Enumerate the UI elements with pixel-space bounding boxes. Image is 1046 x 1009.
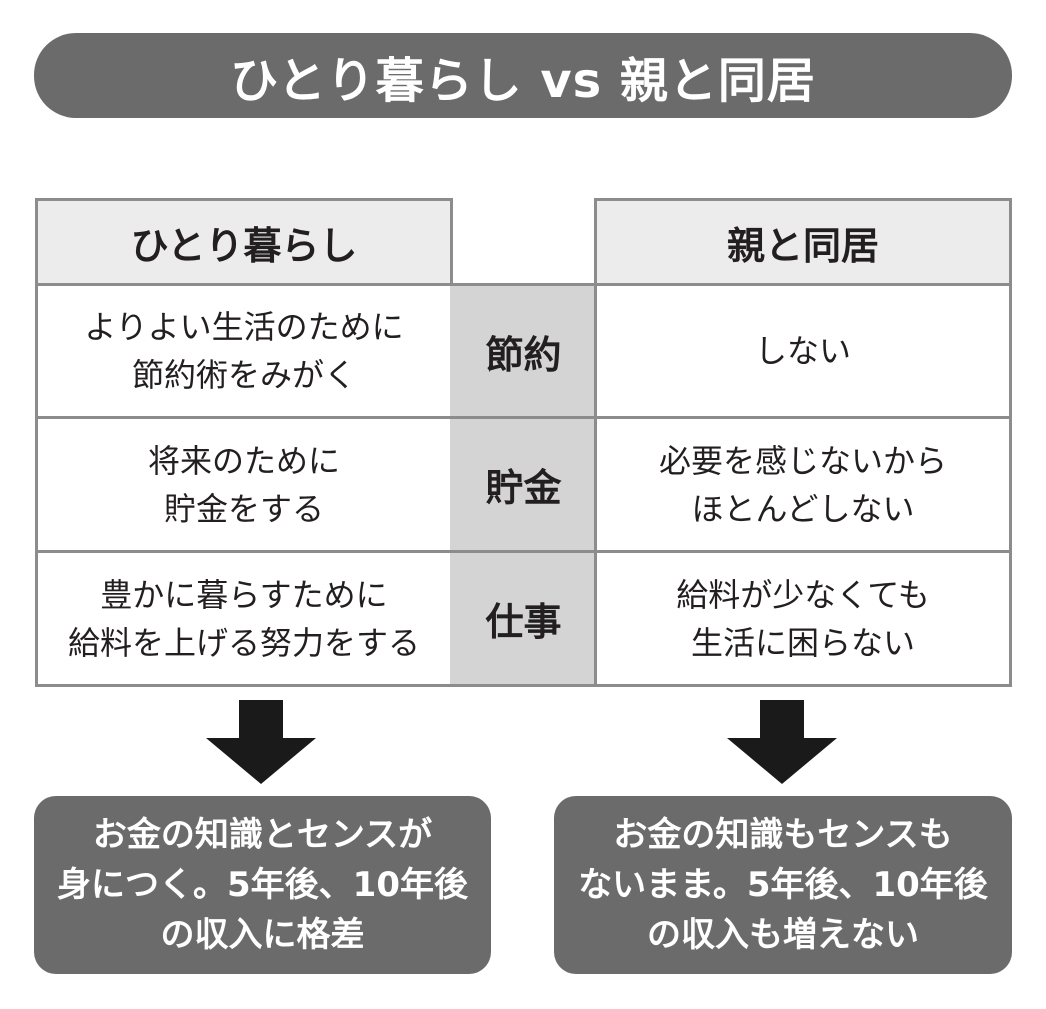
down-arrow-icon xyxy=(727,700,837,784)
row1-left: よりよい生活のために 節約術をみがく xyxy=(35,283,453,419)
row3-category-label: 仕事 xyxy=(485,600,562,644)
row3-category: 仕事 xyxy=(450,550,597,687)
row3-left-text: 豊かに暮らすために 給料を上げる努力をする xyxy=(67,575,420,662)
row1-category: 節約 xyxy=(450,283,597,419)
row2-category-label: 貯金 xyxy=(485,466,562,510)
result-right-box: お金の知識もセンスも ないまま。5年後、10年後 の収入も増えない xyxy=(554,796,1012,974)
header-left: ひとり暮らし xyxy=(35,198,453,286)
row1-right-text: しない xyxy=(754,332,851,370)
row1-left-text: よりよい生活のために 節約術をみがく xyxy=(84,308,404,394)
header-right-label: 親と同居 xyxy=(726,223,879,268)
row3-right-text: 給料が少なくても 生活に困らない xyxy=(676,575,930,662)
row2-right: 必要を感じないから ほとんどしない xyxy=(594,416,1012,553)
result-left-text: お金の知識とセンスが 身につく。5年後、10年後 の収入に格差 xyxy=(57,815,468,955)
row2-left: 将来のために 貯金をする xyxy=(35,416,453,553)
down-arrow-icon xyxy=(206,700,316,784)
row2-right-text: 必要を感じないから ほとんどしない xyxy=(658,441,947,528)
result-left-box: お金の知識とセンスが 身につく。5年後、10年後 の収入に格差 xyxy=(34,796,491,974)
row1-category-label: 節約 xyxy=(485,332,562,377)
header-left-label: ひとり暮らし xyxy=(130,223,358,268)
title-banner: ひとり暮らし vs 親と同居 xyxy=(34,33,1012,118)
row2-left-text: 将来のために 貯金をする xyxy=(147,441,340,528)
header-right: 親と同居 xyxy=(594,198,1012,286)
page-title: ひとり暮らし vs 親と同居 xyxy=(230,52,816,109)
row2-category: 貯金 xyxy=(450,416,597,553)
row1-right: しない xyxy=(594,283,1012,419)
row3-right: 給料が少なくても 生活に困らない xyxy=(594,550,1012,687)
result-right-text: お金の知識もセンスも ないまま。5年後、10年後 の収入も増えない xyxy=(578,815,988,955)
row3-left: 豊かに暮らすために 給料を上げる努力をする xyxy=(35,550,453,687)
